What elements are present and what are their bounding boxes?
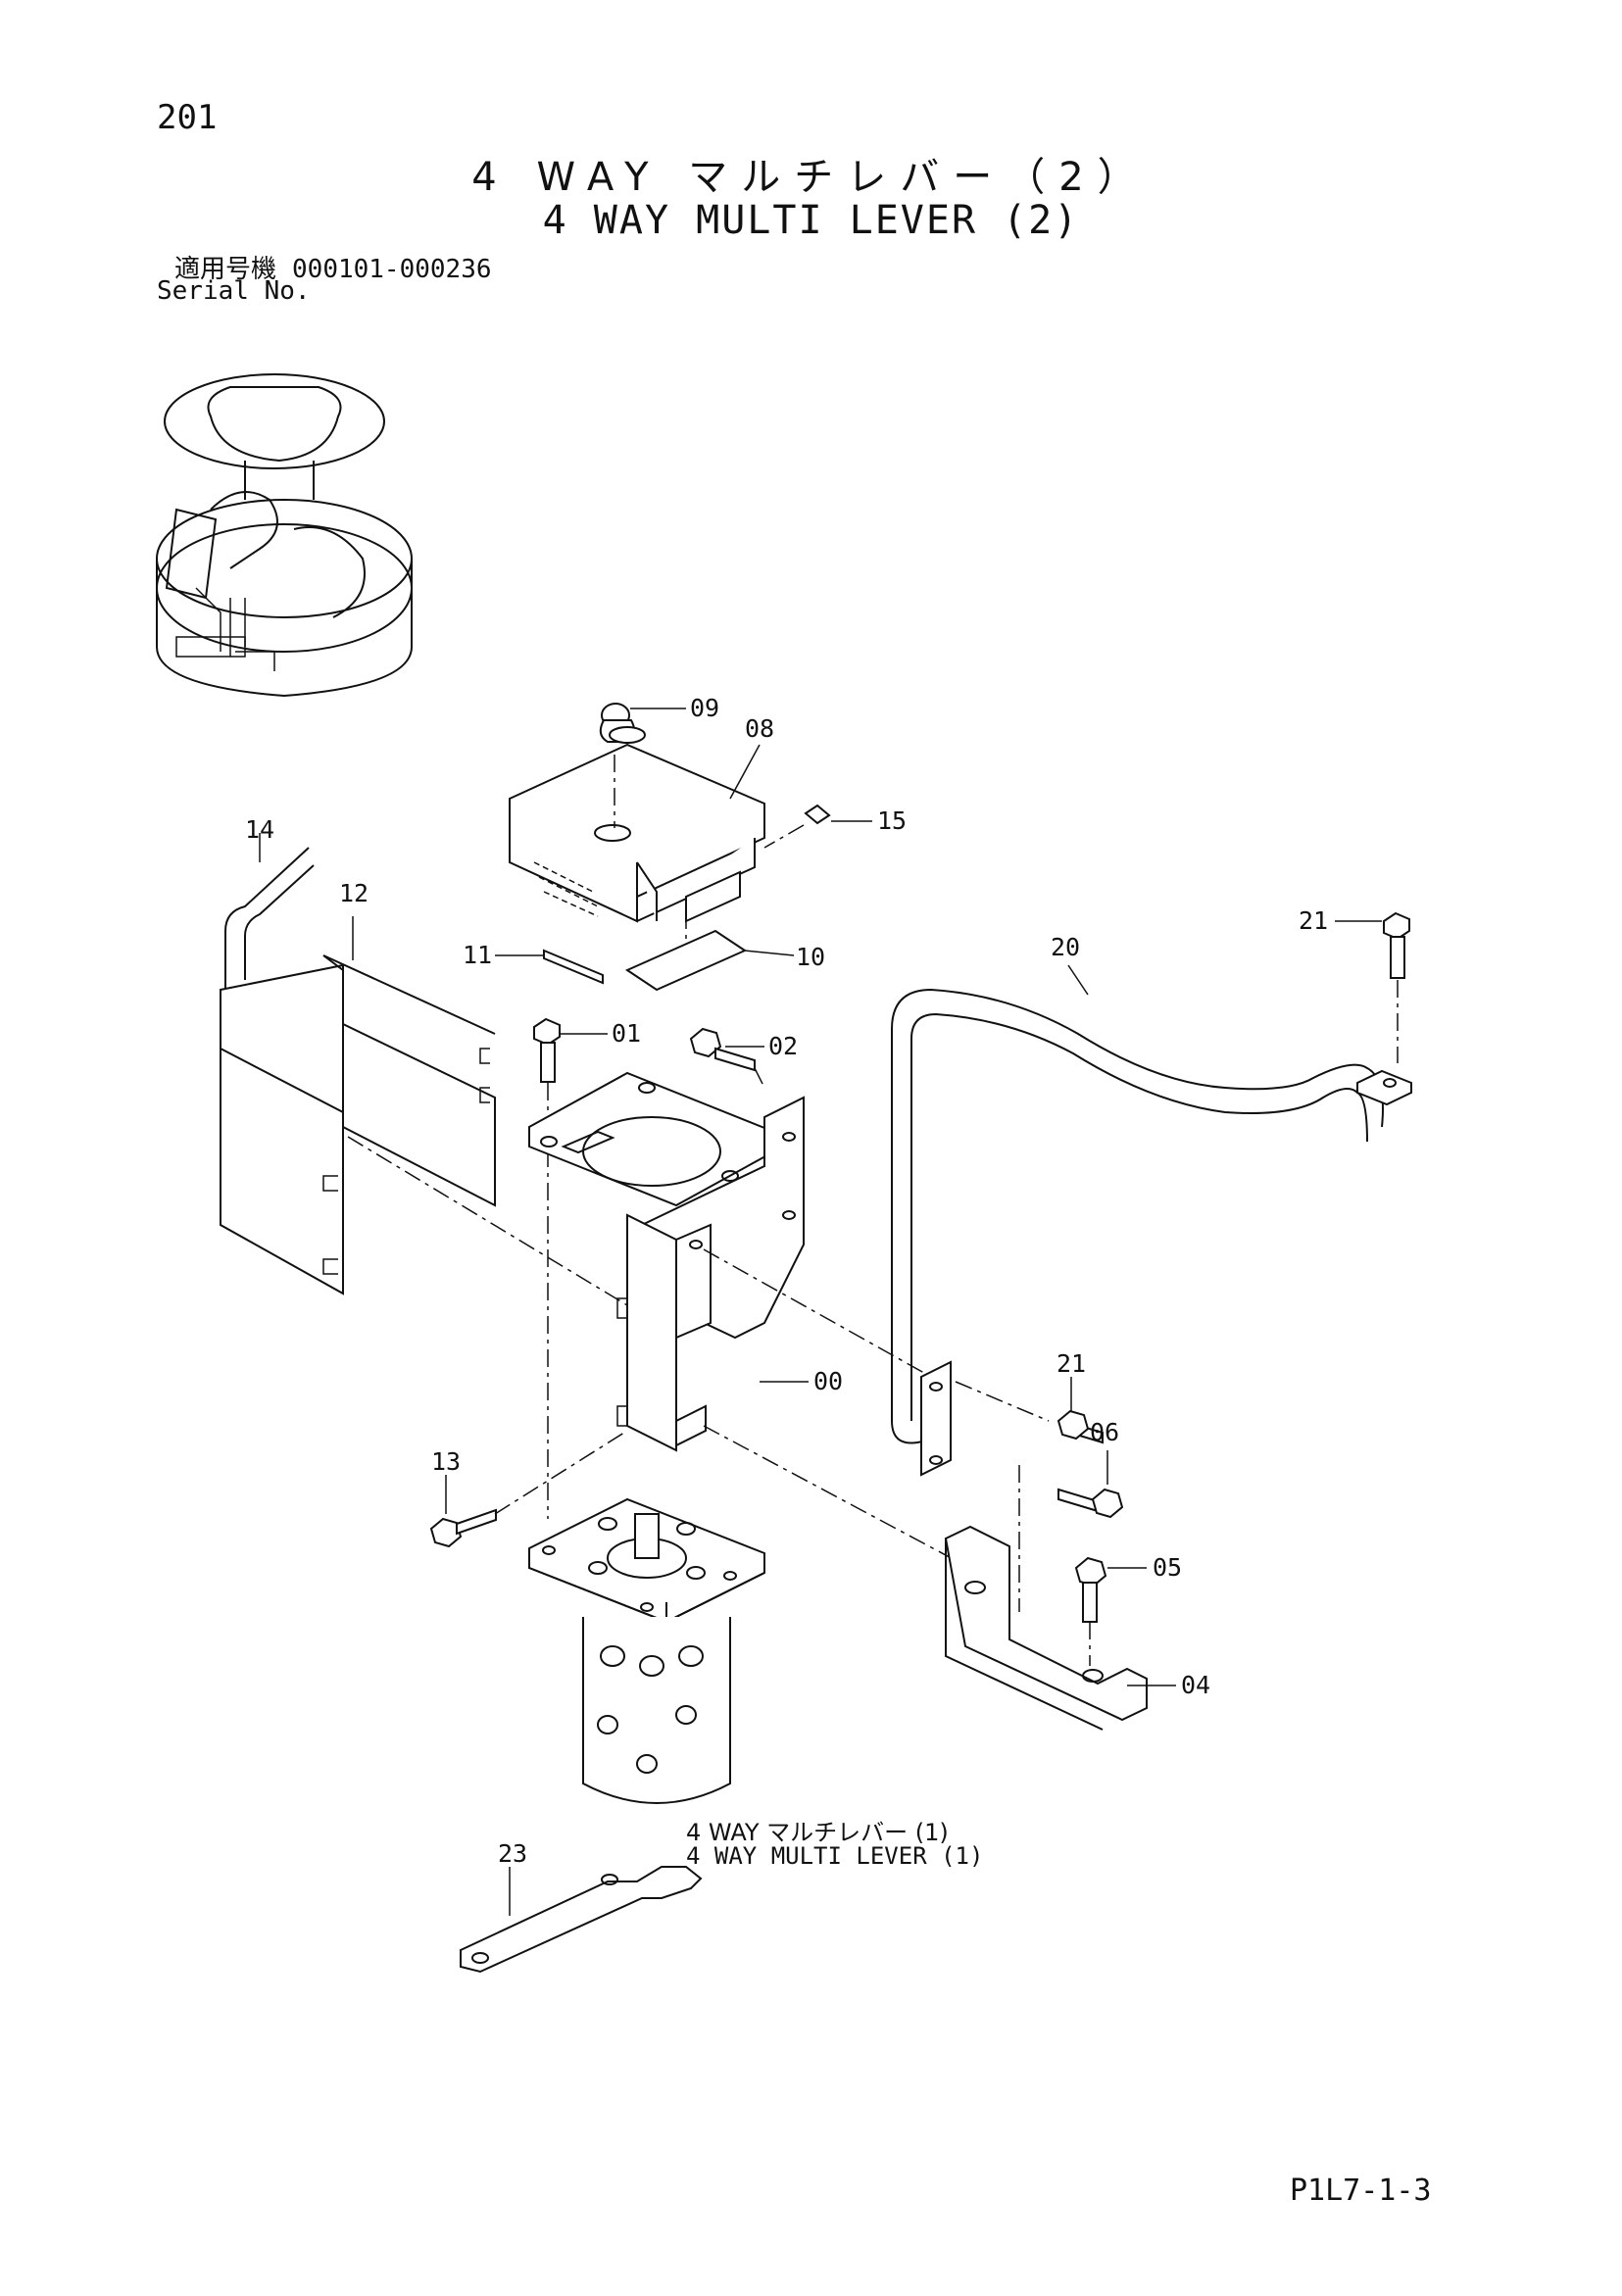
callout-21-upper: 21 [1299,906,1328,935]
part-13-bolt [429,1430,628,1548]
part-10-11-pads [495,911,795,992]
page-title-jp: 4 WAY マルチレバー（2） [471,155,1151,200]
part-21-bolts [955,911,1410,1444]
serial-label-jp: 適用号機 000101-000236 [174,249,492,285]
callout-20: 20 [1051,933,1080,961]
callout-09: 09 [690,694,719,722]
part-08-cover [509,743,872,923]
callout-23: 23 [498,1839,527,1868]
multi-lever-sub-assembly [528,1497,765,1804]
callout-14: 14 [245,815,274,844]
part-09-knob [599,703,686,744]
sub-assembly-label-jp: 4 WAY マルチレバー (1) [686,1819,949,1846]
callout-12: 12 [339,879,369,907]
part-04-05-06-stay [944,1450,1176,1731]
part-00-bracket [528,1071,961,1564]
callout-13: 13 [431,1447,461,1476]
part-12-panel [220,916,633,1309]
serial-label-jp-text: 適用号機 [174,255,277,284]
serial-range: 000101-000236 [292,255,492,284]
callout-21-lower: 21 [1057,1349,1086,1378]
callout-02: 02 [768,1032,798,1060]
callout-04: 04 [1181,1671,1210,1699]
page-code: P1L7-1-3 [1290,2174,1432,2208]
callout-15: 15 [877,806,907,835]
callout-08: 08 [745,714,774,743]
callout-06: 06 [1090,1418,1119,1446]
overview-illustration [156,373,413,698]
callout-10: 10 [796,943,825,971]
part-23-plate [460,1866,703,1974]
callout-01: 01 [612,1019,641,1048]
part-01-02-bolts [533,1017,765,1519]
sub-assembly-label-en: 4 WAY MULTI LEVER (1) [686,1842,984,1870]
page-title-en: 4 WAY MULTI LEVER (2) [542,198,1080,243]
part-20-pipe [891,964,1412,1477]
callout-05: 05 [1153,1553,1182,1582]
serial-label-en: Serial No. [157,276,311,306]
callout-00: 00 [813,1367,843,1395]
page-number: 201 [157,98,218,137]
callout-11: 11 [463,941,492,969]
